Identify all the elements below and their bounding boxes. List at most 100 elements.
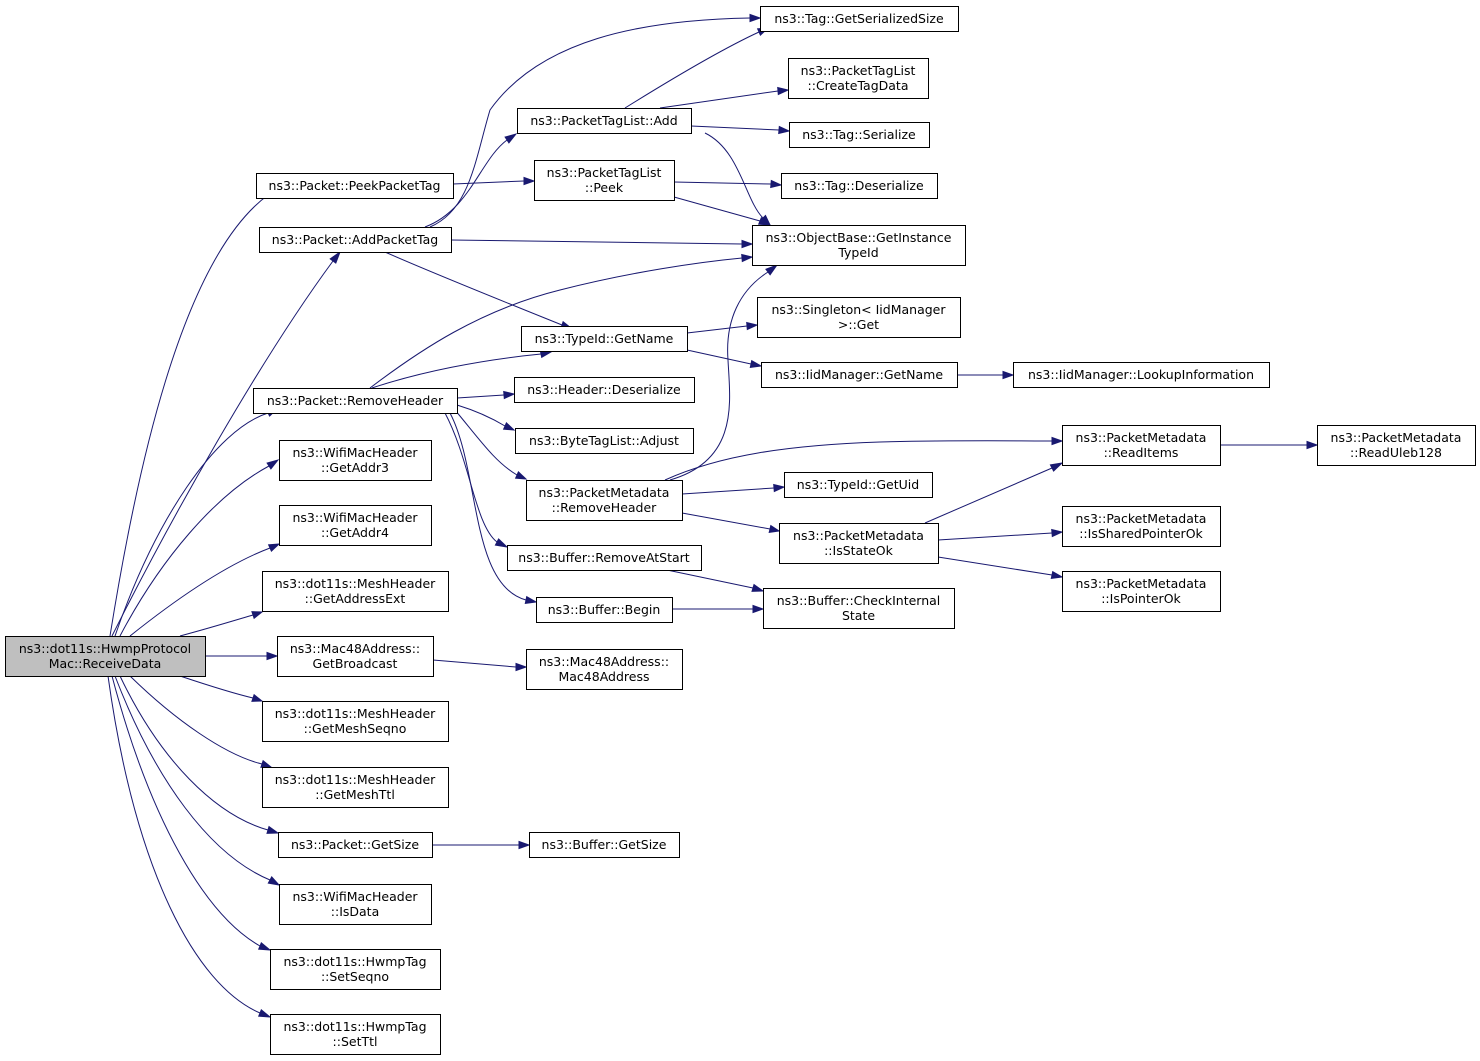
node-tagGetSerializedSize[interactable]: ns3::Tag::GetSerializedSize [760, 6, 959, 32]
node-label-typeIdGetUid-0: ns3::TypeId::GetUid [797, 477, 919, 492]
edge-typeIdGetName-to-singletonGet [686, 321, 759, 334]
node-label-getMeshSeqno-0: ns3::dot11s::MeshHeader [275, 706, 436, 721]
node-label-setTtl-0: ns3::dot11s::HwmpTag [283, 1019, 426, 1034]
node-label-tagDeserialize-0: ns3::Tag::Deserialize [794, 178, 924, 193]
node-label-createTagData-0: ns3::PacketTagList [801, 63, 916, 78]
node-getMeshSeqno[interactable]: ns3::dot11s::MeshHeader::GetMeshSeqno [262, 701, 449, 742]
node-peekPacketTag[interactable]: ns3::Packet::PeekPacketTag [256, 173, 454, 199]
node-getAddr4[interactable]: ns3::WifiMacHeader::GetAddr4 [279, 505, 432, 546]
edge-isStateOk-to-isPointerOk [937, 556, 1064, 579]
edge-tagListAdd-to-tagSerialize [690, 125, 791, 135]
node-typeIdGetUid[interactable]: ns3::TypeId::GetUid [784, 472, 933, 498]
node-label-readItems-1: ::ReadItems [1104, 445, 1179, 460]
edge-metaRemoveHeader-to-isStateOk [681, 512, 781, 533]
node-label-getAddressExt-1: ::GetAddressExt [305, 591, 406, 606]
node-tagSerialize[interactable]: ns3::Tag::Serialize [789, 122, 930, 148]
edge-root-to-getAddr3 [119, 459, 280, 637]
node-metaRemoveHeader[interactable]: ns3::PacketMetadata::RemoveHeader [526, 480, 683, 521]
node-tagListAdd[interactable]: ns3::PacketTagList::Add [517, 108, 692, 134]
node-label-setSeqno-0: ns3::dot11s::HwmpTag [283, 954, 426, 969]
edge-root-to-getAddressExt [179, 611, 264, 637]
node-isSharedPointerOk[interactable]: ns3::PacketMetadata::IsSharedPointerOk [1062, 506, 1221, 547]
node-getSize[interactable]: ns3::Packet::GetSize [278, 832, 433, 858]
node-label-getAddressExt-0: ns3::dot11s::MeshHeader [275, 576, 436, 591]
node-getAddr3[interactable]: ns3::WifiMacHeader::GetAddr3 [279, 440, 432, 481]
edge-tagListAdd-to-createTagData [659, 86, 790, 109]
node-label-isPointerOk-0: ns3::PacketMetadata [1076, 576, 1207, 591]
node-label-getInstanceTypeId-1: TypeId [837, 245, 878, 260]
edge-root-to-getMeshTtl [129, 675, 273, 768]
edge-removeHeader-to-getInstanceTypeId [369, 253, 754, 389]
node-bufBegin[interactable]: ns3::Buffer::Begin [536, 597, 673, 623]
node-label-isData-0: ns3::WifiMacHeader [292, 889, 418, 904]
node-getBroadcast[interactable]: ns3::Mac48Address::GetBroadcast [277, 636, 434, 677]
node-setTtl[interactable]: ns3::dot11s::HwmpTag::SetTtl [270, 1014, 441, 1055]
edge-removeHeader-to-headerDeserialize [456, 390, 516, 400]
node-label-getMeshSeqno-1: ::GetMeshSeqno [304, 721, 407, 736]
node-removeHeader[interactable]: ns3::Packet::RemoveHeader [253, 388, 458, 414]
edge-root-to-getAddr4 [129, 543, 281, 637]
node-readUleb128[interactable]: ns3::PacketMetadata::ReadUleb128 [1317, 425, 1476, 466]
node-label-getInstanceTypeId-0: ns3::ObjectBase::GetInstance [766, 230, 952, 245]
edge-isStateOk-to-isSharedPointerOk [937, 528, 1064, 541]
edge-root-to-setSeqno [111, 675, 272, 951]
edge-metaRemoveHeader-to-getInstanceTypeId [669, 263, 779, 481]
node-label-typeIdGetName-0: ns3::TypeId::GetName [535, 331, 674, 346]
node-label-isPointerOk-1: ::IsPointerOk [1101, 591, 1181, 606]
node-label-metaRemoveHeader-0: ns3::PacketMetadata [539, 485, 670, 500]
node-addPacketTag[interactable]: ns3::Packet::AddPacketTag [259, 227, 452, 253]
edge-isStateOk-to-readItems [924, 462, 1064, 524]
node-getMeshTtl[interactable]: ns3::dot11s::MeshHeader::GetMeshTtl [262, 767, 449, 808]
node-mac48Ctor[interactable]: ns3::Mac48Address::Mac48Address [526, 649, 683, 690]
node-byteTagAdjust[interactable]: ns3::ByteTagList::Adjust [515, 428, 694, 454]
node-typeIdGetName[interactable]: ns3::TypeId::GetName [521, 326, 688, 352]
node-tagDeserialize[interactable]: ns3::Tag::Deserialize [781, 173, 938, 199]
node-tagListPeek[interactable]: ns3::PacketTagList::Peek [534, 160, 675, 201]
node-label-getAddr3-0: ns3::WifiMacHeader [292, 445, 418, 460]
node-getAddressExt[interactable]: ns3::dot11s::MeshHeader::GetAddressExt [262, 571, 449, 612]
node-root[interactable]: ns3::dot11s::HwmpProtocolMac::ReceiveDat… [5, 636, 206, 677]
node-label-checkInternalState-0: ns3::Buffer::CheckInternal [777, 593, 941, 608]
node-label-singletonGet-0: ns3::Singleton< IidManager [771, 302, 946, 317]
node-singletonGet[interactable]: ns3::Singleton< IidManager>::Get [757, 297, 961, 338]
node-label-getAddr3-1: ::GetAddr3 [321, 460, 389, 475]
node-label-bufRemoveAtStart-0: ns3::Buffer::RemoveAtStart [518, 550, 690, 565]
edge-peekPacketTag-to-tagListPeek [452, 176, 536, 186]
node-bufGetSize[interactable]: ns3::Buffer::GetSize [529, 832, 680, 858]
nodes-layer: ns3::dot11s::HwmpProtocolMac::ReceiveDat… [5, 6, 1476, 1055]
node-label-singletonGet-1: >::Get [838, 317, 879, 332]
node-isStateOk[interactable]: ns3::PacketMetadata::IsStateOk [779, 523, 939, 564]
node-label-setSeqno-1: ::SetSeqno [321, 969, 389, 984]
node-label-getBroadcast-0: ns3::Mac48Address:: [290, 641, 420, 656]
node-label-setTtl-1: ::SetTtl [333, 1034, 378, 1049]
node-label-getBroadcast-1: GetBroadcast [313, 656, 398, 671]
node-isData[interactable]: ns3::WifiMacHeader::IsData [279, 884, 432, 925]
node-label-checkInternalState-1: State [842, 608, 875, 623]
node-label-headerDeserialize-0: ns3::Header::Deserialize [527, 382, 681, 397]
node-label-readItems-0: ns3::PacketMetadata [1076, 430, 1207, 445]
node-isPointerOk[interactable]: ns3::PacketMetadata::IsPointerOk [1062, 571, 1221, 612]
node-readItems[interactable]: ns3::PacketMetadata::ReadItems [1062, 425, 1221, 466]
edge-removeHeader-to-bufBegin [449, 412, 538, 604]
node-setSeqno[interactable]: ns3::dot11s::HwmpTag::SetSeqno [270, 949, 441, 990]
node-label-tagGetSerializedSize-0: ns3::Tag::GetSerializedSize [774, 11, 944, 26]
node-bufRemoveAtStart[interactable]: ns3::Buffer::RemoveAtStart [507, 545, 702, 571]
edge-root-to-getBroadcast [205, 651, 279, 661]
node-lookupInformation[interactable]: ns3::IidManager::LookupInformation [1013, 362, 1270, 388]
edge-root-to-getSize [119, 675, 280, 834]
edge-root-to-addPacketTag [111, 250, 342, 637]
node-label-createTagData-1: ::CreateTagData [808, 78, 909, 93]
node-label-getMeshTtl-0: ns3::dot11s::MeshHeader [275, 772, 436, 787]
node-headerDeserialize[interactable]: ns3::Header::Deserialize [514, 377, 695, 403]
node-label-addPacketTag-0: ns3::Packet::AddPacketTag [272, 232, 438, 247]
node-createTagData[interactable]: ns3::PacketTagList::CreateTagData [788, 58, 929, 99]
edge-typeIdGetName-to-iidGetName [686, 349, 763, 368]
edge-bufBegin-to-checkInternalState [672, 604, 765, 614]
edge-root-to-isData [114, 675, 281, 886]
node-iidGetName[interactable]: ns3::IidManager::GetName [761, 362, 958, 388]
node-label-bufBegin-0: ns3::Buffer::Begin [548, 602, 661, 617]
node-label-isData-1: ::IsData [331, 904, 379, 919]
node-label-isStateOk-0: ns3::PacketMetadata [793, 528, 924, 543]
